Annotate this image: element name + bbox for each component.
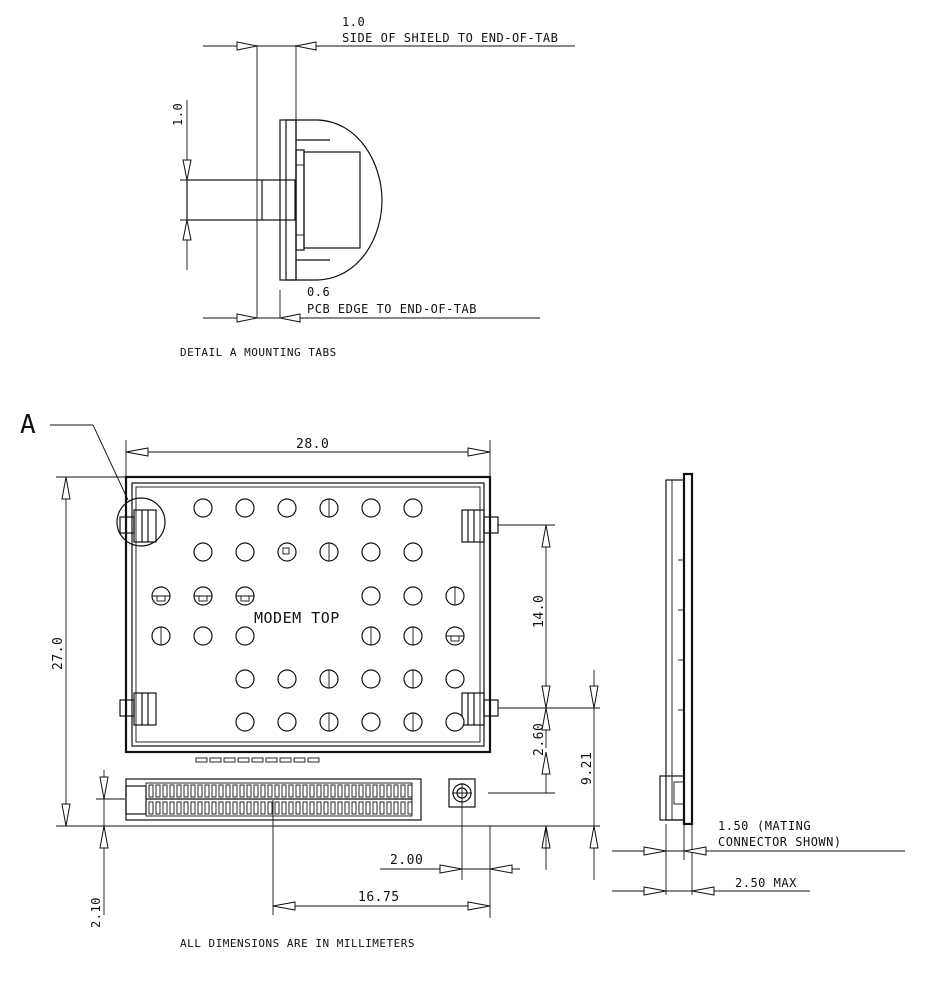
hole bbox=[236, 627, 254, 645]
pad bbox=[196, 758, 207, 762]
tab-to-hole-dim: 9.21 bbox=[580, 752, 595, 785]
pad bbox=[280, 758, 291, 762]
pad bbox=[238, 758, 249, 762]
detail-bottom-dim-value: 0.6 bbox=[307, 285, 330, 299]
side-view: 1.50 (MATING CONNECTOR SHOWN) 2.50 MAX bbox=[612, 474, 905, 895]
connector-offset-dim: 16.75 bbox=[358, 890, 400, 905]
hole bbox=[362, 670, 380, 688]
hole bbox=[194, 627, 212, 645]
main-top-view: A MODEM TOP bbox=[20, 410, 600, 928]
hole bbox=[404, 543, 422, 561]
pad bbox=[266, 758, 277, 762]
detail-top-dim-label: SIDE OF SHIELD TO END-OF-TAB bbox=[342, 31, 558, 45]
hole bbox=[236, 543, 254, 561]
detail-caption: DETAIL A MOUNTING TABS bbox=[180, 346, 337, 359]
hole bbox=[278, 670, 296, 688]
board-connector bbox=[126, 779, 421, 820]
thickness-dim: 2.50 MAX bbox=[735, 876, 797, 890]
detail-bottom-dim-label: PCB EDGE TO END-OF-TAB bbox=[307, 302, 477, 316]
hole bbox=[362, 543, 380, 561]
pad bbox=[210, 758, 221, 762]
hole bbox=[236, 499, 254, 517]
hole bbox=[194, 499, 212, 517]
tab-spacing-dim: 14.0 bbox=[532, 595, 547, 628]
pad bbox=[294, 758, 305, 762]
hole bbox=[278, 713, 296, 731]
hole bbox=[362, 499, 380, 517]
hole bbox=[194, 543, 212, 561]
hole bbox=[404, 587, 422, 605]
mating-dim-label-1: (MATING bbox=[757, 819, 811, 833]
hole bbox=[236, 713, 254, 731]
hole bbox=[278, 499, 296, 517]
hole bbox=[278, 543, 296, 561]
pad bbox=[224, 758, 235, 762]
hole bbox=[236, 670, 254, 688]
pad-row bbox=[196, 758, 319, 762]
board-label: MODEM TOP bbox=[254, 609, 340, 627]
hole bbox=[362, 713, 380, 731]
connector-inset-dim: 2.10 bbox=[89, 897, 103, 928]
units-note: ALL DIMENSIONS ARE IN MILLIMETERS bbox=[180, 937, 415, 950]
detail-left-dim-value: 1.0 bbox=[171, 103, 185, 126]
mating-dim-value: 1.50 bbox=[718, 819, 749, 833]
hole bbox=[446, 713, 464, 731]
height-dim: 27.0 bbox=[51, 637, 66, 670]
mating-dim-label-2: CONNECTOR SHOWN) bbox=[718, 835, 842, 849]
pad bbox=[308, 758, 319, 762]
hole bbox=[446, 670, 464, 688]
width-dim: 28.0 bbox=[296, 437, 329, 452]
detail-callout-letter: A bbox=[20, 410, 36, 440]
hole bbox=[404, 499, 422, 517]
detail-callout-circle bbox=[117, 498, 165, 546]
hole-offset-dim: 2.00 bbox=[390, 853, 423, 868]
hole bbox=[362, 587, 380, 605]
tab-to-edge-dim: 2.60 bbox=[532, 723, 547, 756]
detail-top-dim-value: 1.0 bbox=[342, 15, 365, 29]
detail-a-view: 1.0 SIDE OF SHIELD TO END-OF-TAB 1.0 0.6… bbox=[171, 15, 575, 359]
pad bbox=[252, 758, 263, 762]
